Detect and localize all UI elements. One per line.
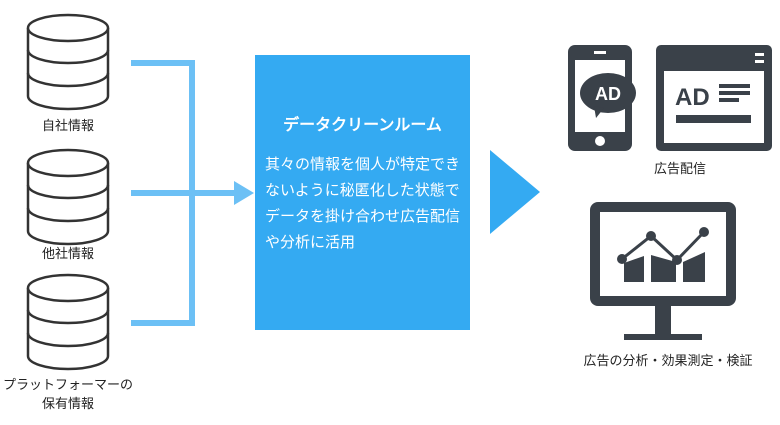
merge-connector <box>131 60 236 326</box>
arrow-head-icon <box>234 181 254 205</box>
data-clean-room-box: データクリーンルーム 其々の情報を個人が特定できないように秘匿化した状態でデータ… <box>255 55 470 330</box>
browser-ad-icon: AD <box>656 45 772 151</box>
database-icon-3 <box>26 273 110 371</box>
source-label-own: 自社情報 <box>41 119 94 134</box>
clean-room-description: 其々の情報を個人が特定できないように秘匿化した状態でデータを掛け合わせ広告配信や… <box>265 155 461 251</box>
source-label-platform: プラットフォーマーの <box>2 378 133 393</box>
database-icon-2 <box>26 148 110 246</box>
output-label-analysis: 広告の分析・効果測定・検証 <box>583 354 753 369</box>
big-arrow-icon <box>490 150 540 234</box>
source-label-other: 他社情報 <box>41 247 94 262</box>
clean-room-title: データクリーンルーム <box>283 115 442 134</box>
svg-text:AD: AD <box>595 84 621 104</box>
database-icon-1 <box>26 13 110 111</box>
svg-text:AD: AD <box>675 84 710 111</box>
output-label-ad-delivery: 広告配信 <box>653 162 706 177</box>
monitor-chart-icon <box>590 202 736 340</box>
source-label-platform-2: 保有情報 <box>41 397 94 412</box>
smartphone-ad-icon: AD <box>568 45 636 151</box>
